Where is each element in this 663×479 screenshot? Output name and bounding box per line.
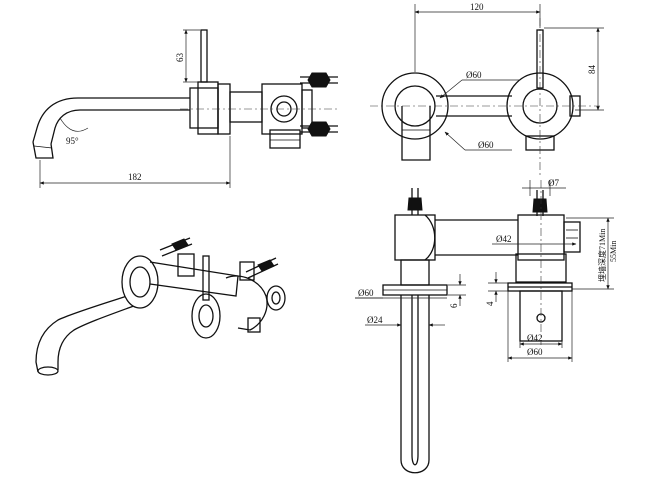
dim-dia60-bottom: Ø60 — [507, 291, 573, 362]
side-anchor-bottom — [300, 121, 338, 137]
side-anchor-top — [300, 72, 338, 88]
dim-thk4: 4 — [485, 272, 508, 306]
perspective-anchor-left — [159, 237, 193, 257]
section-view: Ø7 Ø42 埋墙深度71Min 55Min Ø60 6 — [355, 178, 618, 474]
dim-thk6-label: 6 — [449, 303, 459, 308]
side-spout — [32, 97, 190, 159]
dim-dia7-label: Ø7 — [548, 178, 559, 188]
dim-dia60-mid-label: Ø60 — [478, 140, 494, 150]
front-mixer-plate — [506, 29, 581, 151]
dim-dia60-top-label: Ø60 — [466, 70, 482, 80]
dim-dia42-bottom-label: Ø42 — [527, 333, 543, 343]
side-view: 63 95° 182 — [32, 29, 338, 188]
section-spout — [400, 259, 430, 474]
dim-84-label: 84 — [587, 65, 597, 75]
dim-dia60-mid: Ø60 — [444, 131, 512, 151]
dim-95-label: 95° — [66, 136, 79, 146]
section-flange-right — [507, 282, 573, 292]
dim-63-label: 63 — [175, 53, 185, 63]
dim-63: 63 — [175, 29, 200, 83]
perspective-mixer-body — [191, 261, 286, 339]
section-anchor-right — [532, 190, 548, 216]
dim-84: 84 — [544, 27, 604, 111]
dim-dia60-top: Ø60 — [439, 70, 520, 99]
dim-120-label: 120 — [470, 2, 484, 12]
dim-dia42-bottom: Ø42 — [519, 333, 563, 348]
perspective-anchor-right — [245, 257, 279, 279]
dim-wall-depth-max-label: 55Min — [609, 241, 618, 262]
perspective-spout-plate — [121, 255, 159, 309]
dim-thk6: 6 — [448, 274, 466, 308]
dim-thk4-label: 4 — [485, 301, 495, 306]
side-lever — [200, 29, 208, 83]
dim-dia42-side-label: Ø42 — [496, 234, 512, 244]
dim-95: 95° — [59, 117, 89, 146]
dim-dia24-label: Ø24 — [367, 315, 383, 325]
dim-wall-depth-label: 埋墙深度71Min — [597, 229, 607, 282]
section-mixer-body — [519, 180, 563, 345]
perspective-pipe — [149, 253, 239, 297]
section-flange-left — [382, 284, 448, 296]
front-view: 120 84 Ø60 Ø60 — [370, 2, 604, 178]
dim-182-label: 182 — [128, 172, 142, 182]
side-valve-body — [180, 81, 338, 149]
dim-120: 120 — [414, 2, 541, 72]
section-housing — [394, 214, 581, 283]
dim-dia60-flange: Ø60 — [355, 288, 447, 299]
dim-dia60-bottom-label: Ø60 — [527, 347, 543, 357]
dim-dia60-flange-label: Ø60 — [358, 288, 374, 298]
perspective-lever — [202, 255, 210, 301]
section-anchor-left — [407, 188, 423, 215]
dim-wall-depth: 埋墙深度71Min 55Min — [566, 217, 618, 290]
dim-182: 182 — [39, 136, 231, 188]
dim-dia7: Ø7 — [522, 178, 566, 196]
front-pipe — [436, 95, 512, 117]
perspective-view — [35, 237, 286, 376]
perspective-spout — [35, 289, 151, 376]
dim-dia24: Ø24 — [365, 315, 445, 327]
dim-dia42-side: Ø42 — [492, 234, 577, 246]
